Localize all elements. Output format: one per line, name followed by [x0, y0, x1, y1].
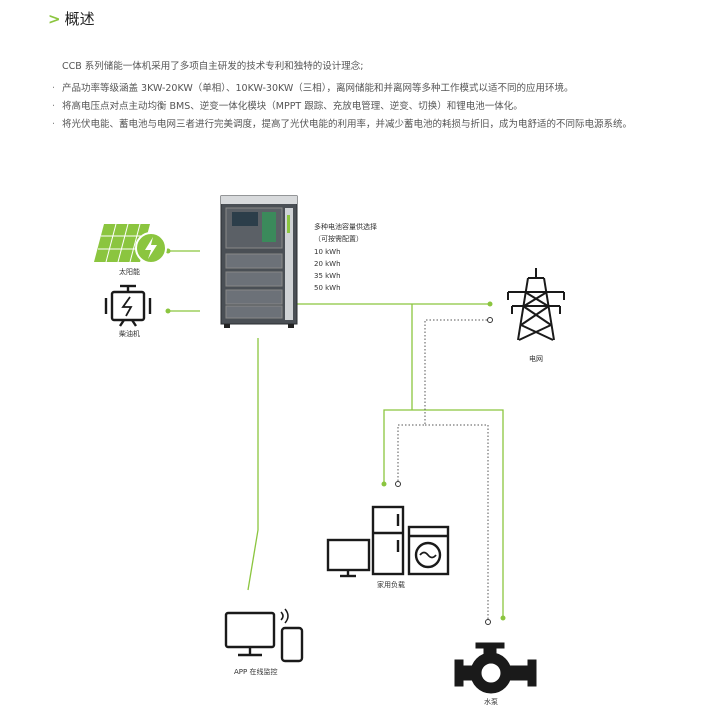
feature-item: ·将高电压点对点主动均衡 BMS、逆变一体化模块（MPPT 跟踪、充放电管理、逆… [52, 101, 523, 112]
terminal-dot [487, 301, 493, 307]
battery-options-title: 多种电池容量供选择 [314, 222, 377, 231]
battery-options-note: （可按需配置） [314, 234, 363, 243]
water-pump-icon [454, 642, 537, 694]
section-arrow: > [48, 10, 61, 28]
feature-item: ·产品功率等级涵盖 3KW-20KW（单相）、10KW-30KW（三相），离网储… [52, 83, 574, 94]
feature-list: ·产品功率等级涵盖 3KW-20KW（单相）、10KW-30KW（三相），离网储… [52, 80, 632, 134]
solar-panel-icon [94, 223, 167, 264]
capacity-item: 35 kWh [314, 272, 341, 280]
diesel-generator-icon [104, 284, 152, 327]
terminal-dot [381, 481, 387, 487]
solar-label: 太阳能 [119, 267, 140, 276]
app-link-line [247, 338, 259, 591]
pump-label: 水泵 [484, 697, 498, 706]
terminal-dot [395, 481, 401, 487]
section-title: >概述 [48, 8, 95, 29]
household-appliances-icon [326, 505, 450, 578]
capacity-item: 50 kWh [314, 284, 341, 292]
capacity-item: 20 kWh [314, 260, 341, 268]
connection-lines [168, 250, 504, 616]
terminal-dot [487, 317, 493, 323]
feature-item: ·将光伏电能、蓄电池与电网三者进行完美调度，提高了光伏电能的利用率，并减少蓄电池… [52, 119, 633, 130]
appliances-label: 家用负载 [377, 580, 405, 589]
capacity-item: 10 kWh [314, 248, 341, 256]
diesel-label: 柴油机 [119, 329, 140, 338]
dotted-link-pump [425, 424, 489, 620]
storage-cabinet-icon [220, 195, 298, 328]
power-tower-icon [507, 268, 565, 341]
terminal-dot [485, 619, 491, 625]
terminal-dots [165, 248, 506, 625]
app-label: APP 在线监控 [234, 667, 277, 676]
terminal-dot [165, 308, 171, 314]
load-link-line [383, 409, 504, 616]
grid-label: 电网 [529, 354, 543, 363]
section-title-text: 概述 [64, 10, 95, 28]
standby-lines [397, 319, 489, 620]
terminal-dot [500, 615, 506, 621]
app-monitor-icon [224, 608, 304, 663]
intro-text: CCB 系列储能一体机采用了多项自主研发的技术专利和独特的设计理念; [62, 61, 364, 72]
